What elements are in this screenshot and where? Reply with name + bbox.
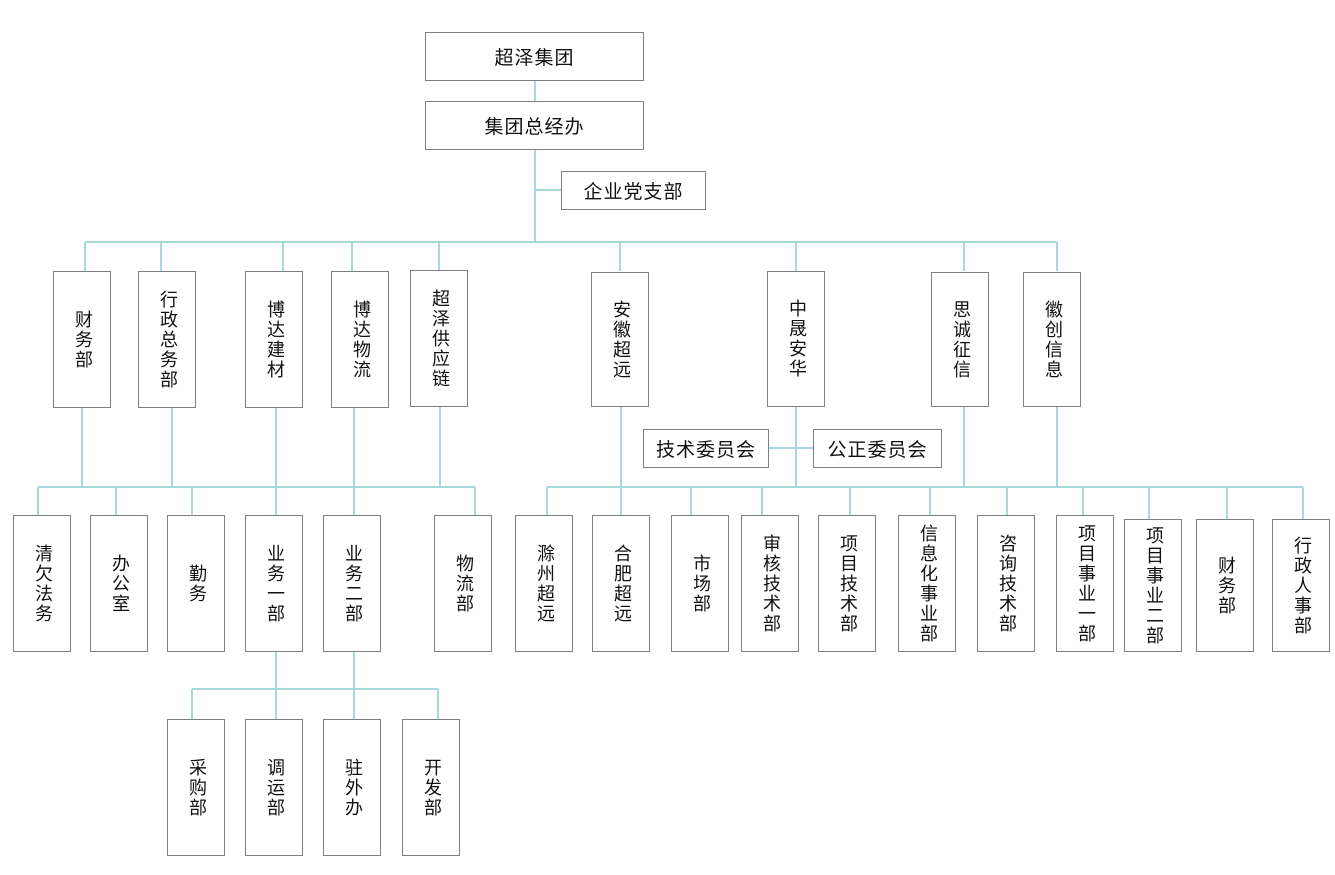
dept-finance-2: 财务部 bbox=[1196, 519, 1254, 652]
dept-logistics: 物流部 bbox=[434, 515, 492, 652]
dept-admin-hr: 行政人事部 bbox=[1272, 519, 1330, 652]
org-root-node: 超泽集团 bbox=[425, 32, 644, 81]
dept-hefei-chaoyuan: 合肥超远 bbox=[592, 515, 650, 652]
committee-tech: 技术委员会 bbox=[643, 429, 769, 468]
division-admin: 行政总务部 bbox=[138, 271, 196, 408]
dept-office: 办公室 bbox=[90, 515, 148, 652]
division-zhongsheng-anhua: 中晟安华 bbox=[767, 271, 825, 407]
dept-business-two: 业务二部 bbox=[323, 515, 381, 652]
division-boda-logistics: 博达物流 bbox=[331, 271, 389, 408]
division-sicheng: 思诚征信 bbox=[931, 272, 989, 407]
dept-debt-legal: 清欠法务 bbox=[13, 515, 71, 652]
dept-audit-tech: 审核技术部 bbox=[741, 515, 799, 652]
dept-informatization: 信息化事业部 bbox=[898, 515, 956, 652]
division-huichuang: 徽创信息 bbox=[1023, 272, 1081, 407]
division-boda-building: 博达建材 bbox=[245, 271, 303, 408]
dept-business-one: 业务一部 bbox=[245, 515, 303, 652]
dept-logistics-service: 勤务 bbox=[167, 515, 225, 652]
party-branch-node: 企业党支部 bbox=[561, 171, 706, 210]
dept-market: 市场部 bbox=[671, 515, 729, 652]
subunit-resident-office: 驻外办 bbox=[323, 719, 381, 856]
subunit-procurement: 采购部 bbox=[167, 719, 225, 856]
subunit-dispatch: 调运部 bbox=[245, 719, 303, 856]
division-supply-chain: 超泽供应链 bbox=[410, 270, 468, 407]
dept-chuzhou-chaoyuan: 滁州超远 bbox=[515, 515, 573, 652]
dept-project-tech: 项目技术部 bbox=[818, 515, 876, 652]
division-finance: 财务部 bbox=[53, 271, 111, 408]
division-anhui-chaoyuan: 安徽超远 bbox=[591, 272, 649, 407]
committee-fair: 公正委员会 bbox=[813, 429, 942, 468]
subunit-development: 开发部 bbox=[402, 719, 460, 856]
dept-consult-tech: 咨询技术部 bbox=[977, 515, 1035, 652]
dept-project-one: 项目事业一部 bbox=[1056, 515, 1114, 652]
dept-project-two: 项目事业二部 bbox=[1124, 519, 1182, 652]
general-office-node: 集团总经办 bbox=[425, 101, 644, 150]
